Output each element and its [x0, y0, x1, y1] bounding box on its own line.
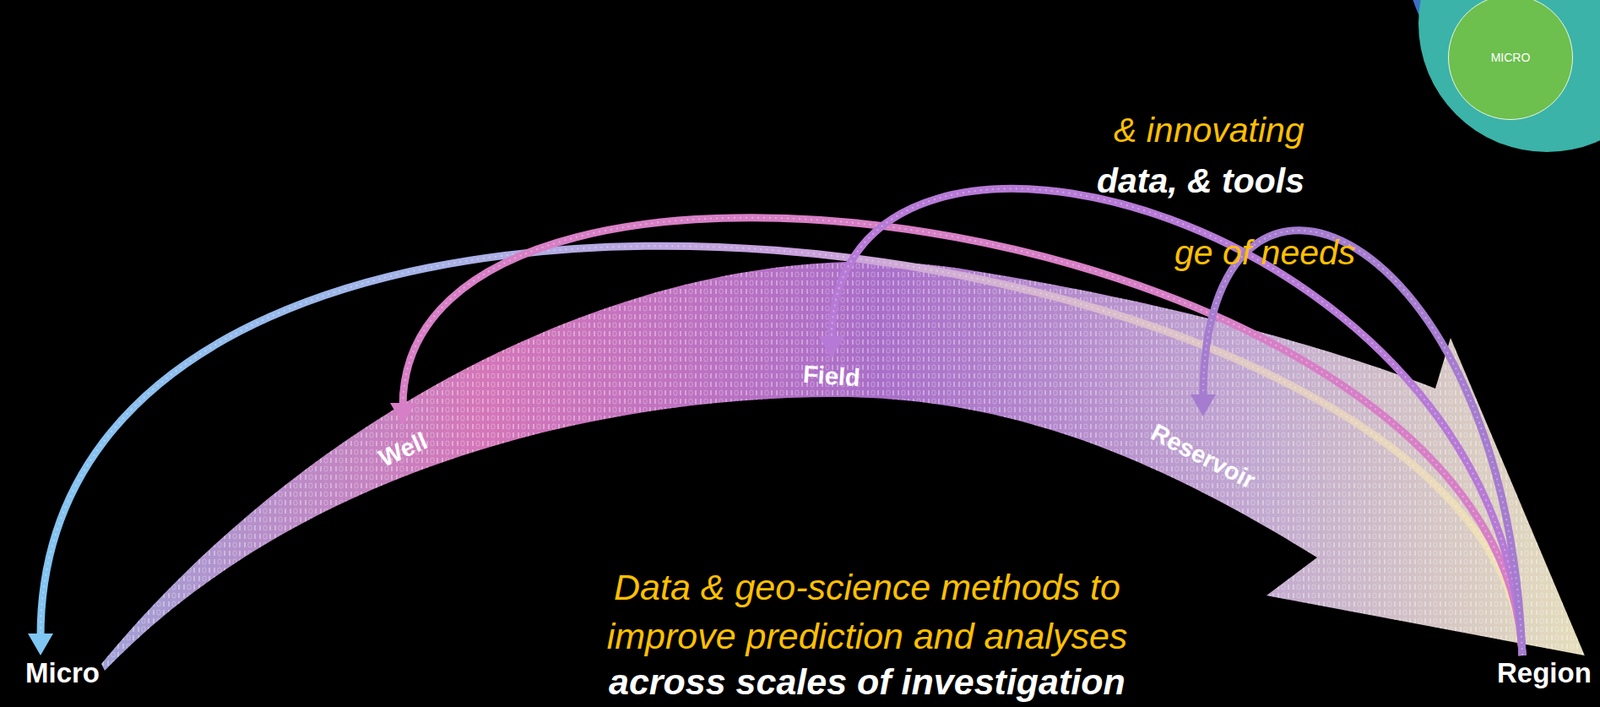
node-text: Field: [802, 359, 862, 392]
arrow-head: [1190, 394, 1216, 417]
node-text: Micro: [25, 656, 100, 689]
feedback-arrow: [1203, 230, 1523, 656]
arrow-head: [818, 336, 845, 358]
binary-texture: [101, 261, 1585, 671]
scale-label: Micro: [25, 656, 100, 689]
binary-texture: [1203, 230, 1523, 656]
arrow-head: [390, 402, 416, 425]
caption-text: & innovating: [1113, 107, 1305, 154]
scale-circle: MICRO: [1448, 0, 1573, 120]
node-text: MICRO: [1491, 50, 1531, 65]
band-label: Field: [802, 359, 862, 392]
caption-text: across scales of investigation: [608, 656, 1126, 706]
caption-text: Data & geo-science methods to improve pr…: [563, 562, 1172, 661]
node-text: Region: [1496, 656, 1592, 689]
middle-circle: [1418, 0, 1600, 152]
caption-text: ge of needs: [1174, 229, 1356, 277]
scale-band: [101, 261, 1585, 671]
arrow-head: [27, 633, 54, 656]
connector: [1190, 230, 1523, 656]
connector: [101, 261, 1585, 671]
caption-text: data, & tools: [1096, 157, 1305, 205]
scale-label: Region: [1496, 656, 1592, 689]
